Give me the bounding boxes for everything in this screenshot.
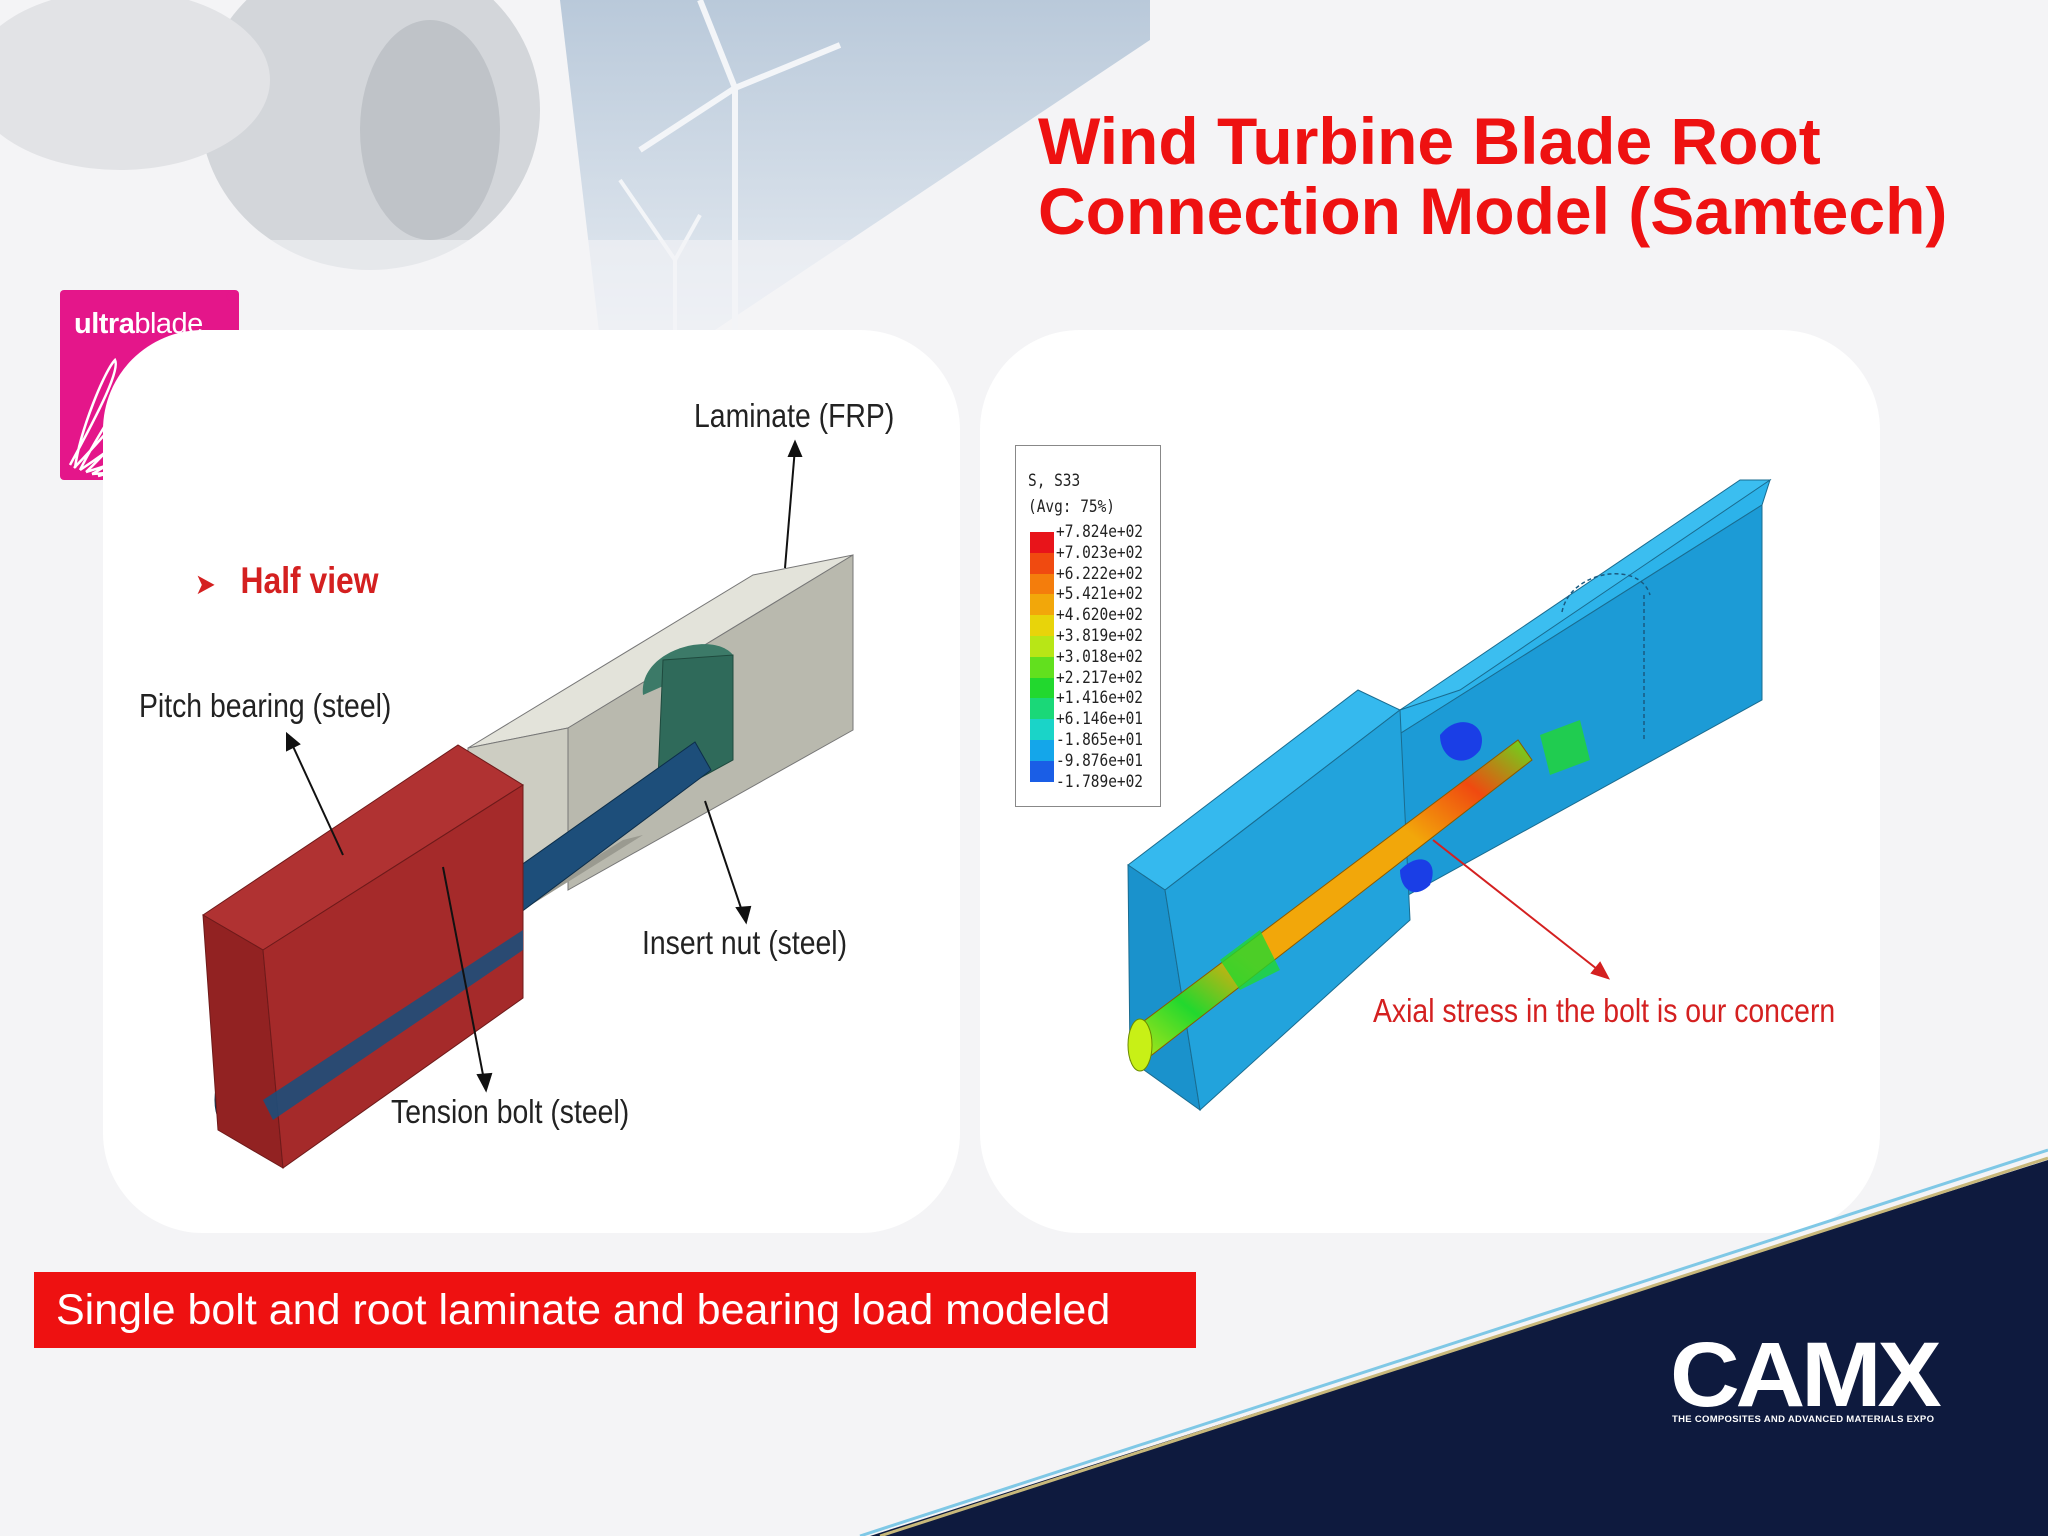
stress-contour-figure-panel: S, S33(Avg: 75%) +7.824e+02+7.023e+02+6.… xyxy=(980,330,1880,1233)
background-photo xyxy=(0,0,1150,340)
registered-mark: ® xyxy=(226,288,237,304)
legend-swatch xyxy=(1030,635,1054,657)
legend-swatch xyxy=(1030,760,1054,782)
stress-legend: S, S33(Avg: 75%) +7.824e+02+7.023e+02+6.… xyxy=(1015,445,1161,807)
legend-value: +5.421e+02 xyxy=(1056,584,1144,605)
legend-value: +6.146e+01 xyxy=(1056,709,1144,730)
half-view-heading: ➤Half view xyxy=(196,560,379,601)
legend-swatch xyxy=(1030,532,1054,553)
half-view-figure-panel: ➤Half view Laminate (FRP) Pitch bearing … xyxy=(103,330,960,1233)
laminate-label: Laminate (FRP) xyxy=(694,397,895,434)
contour-bearing-side xyxy=(1164,709,1411,1111)
camx-logo: CAMX THE COMPOSITES AND ADVANCED MATERIA… xyxy=(1670,1324,1990,1426)
legend-swatch xyxy=(1030,615,1054,636)
axial-stress-annotation: Axial stress in the bolt is our concern xyxy=(1373,992,1836,1029)
legend-value: -9.876e+01 xyxy=(1056,750,1144,771)
legend-swatch xyxy=(1030,573,1054,595)
legend-values: +7.824e+02+7.023e+02+6.222e+02+5.421e+02… xyxy=(1056,522,1158,792)
legend-value: +7.824e+02 xyxy=(1056,522,1144,542)
tension-bolt-label: Tension bolt (steel) xyxy=(391,1093,630,1130)
legend-swatch xyxy=(1030,677,1054,699)
stress-contour-3d-model xyxy=(1127,478,1772,1112)
legend-swatch xyxy=(1030,719,1054,740)
slide-title: Wind Turbine Blade Root Connection Model… xyxy=(1038,104,1948,248)
legend-value: +3.018e+02 xyxy=(1056,646,1144,667)
legend-swatch xyxy=(1030,698,1054,720)
legend-value: -1.865e+01 xyxy=(1056,729,1144,750)
legend-value: -1.789e+02 xyxy=(1056,771,1144,792)
legend-swatch xyxy=(1030,656,1054,678)
legend-swatch xyxy=(1030,552,1054,574)
stressed-bolt-head xyxy=(1127,1018,1153,1072)
legend-swatch xyxy=(1030,739,1054,761)
legend-swatch xyxy=(1030,594,1054,616)
contour-laminate-side xyxy=(1389,504,1763,906)
legend-value: +2.217e+02 xyxy=(1056,667,1144,688)
insert-nut-label: Insert nut (steel) xyxy=(642,924,848,961)
half-view-3d-model xyxy=(202,439,854,1169)
legend-color-bar xyxy=(1030,532,1054,782)
legend-value: +1.416e+02 xyxy=(1056,688,1144,709)
legend-value: +4.620e+02 xyxy=(1056,605,1144,626)
camx-tagline: THE COMPOSITES AND ADVANCED MATERIALS EX… xyxy=(1672,1414,1935,1425)
legend-value: +7.023e+02 xyxy=(1056,542,1144,563)
legend-value: +6.222e+02 xyxy=(1056,563,1144,584)
legend-value: +3.819e+02 xyxy=(1056,625,1144,646)
camx-wordmark: CAMX xyxy=(1670,1324,1942,1426)
legend-title: S, S33(Avg: 75%) xyxy=(1028,471,1116,517)
slide-caption: Single bolt and root laminate and bearin… xyxy=(34,1272,1196,1348)
pitch-bearing-label: Pitch bearing (steel) xyxy=(139,687,392,724)
bullet-arrow-icon: ➤ xyxy=(196,569,215,599)
